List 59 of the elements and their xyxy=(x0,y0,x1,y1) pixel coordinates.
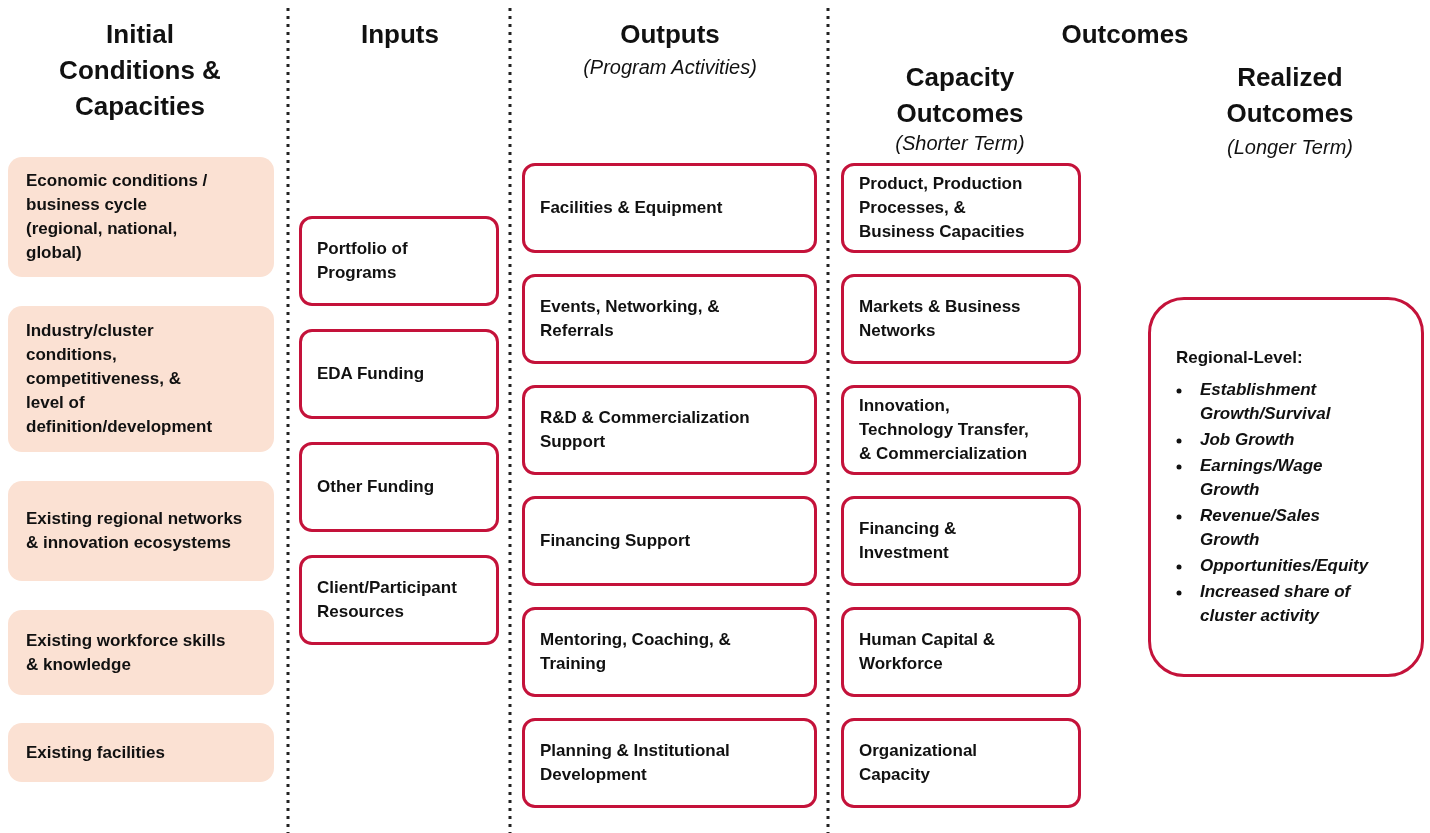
box-label: Financing Support xyxy=(540,530,692,552)
column-subtitle: (Longer Term) xyxy=(1226,135,1354,159)
box-label: Human Capital & Workforce xyxy=(859,629,997,675)
panel-heading: Regional-Level: xyxy=(1176,347,1304,369)
activity-box xyxy=(841,607,1081,697)
column-subtitle: (Program Activities) xyxy=(582,55,758,79)
box-label: Existing workforce skills & knowledge xyxy=(26,629,227,676)
bullet-text: Establishment Growth/Survival xyxy=(1200,380,1331,423)
condition-box xyxy=(8,723,274,782)
column-heading: Outputs xyxy=(619,18,721,51)
column-heading: Realized Outcomes xyxy=(1225,61,1355,130)
box-label: Existing facilities xyxy=(26,741,166,764)
condition-box xyxy=(8,306,274,452)
box-label: Portfolio of Programs xyxy=(317,238,409,284)
column-subtitle: (Shorter Term) xyxy=(894,131,1026,155)
box-label: Client/Participant Resources xyxy=(317,577,458,623)
box-label: Existing regional networks & innovation ecosystems xyxy=(26,508,244,554)
activity-box xyxy=(522,496,817,586)
box-label: Industry/cluster conditions, competitiveness, & level of definition/development xyxy=(26,320,212,438)
activity-box xyxy=(299,555,499,645)
bullet-text: Job Growth xyxy=(1200,430,1295,449)
bullet-text: Opportunities/Equity xyxy=(1200,556,1369,575)
box-label: R&D & Commercialization Support xyxy=(540,407,751,453)
box-label: Planning & Institutional Development xyxy=(540,740,731,786)
condition-box xyxy=(8,481,274,581)
box-label: Other Funding xyxy=(317,476,436,498)
activity-box xyxy=(841,496,1081,586)
box-label: EDA Funding xyxy=(317,363,425,385)
box-label: Economic conditions / business cycle (regional, national, global) xyxy=(26,170,209,264)
box-label: Innovation, Technology Transfer, & Commercialization xyxy=(859,395,1030,465)
bullet-text: Revenue/Sales Growth xyxy=(1200,506,1320,549)
activity-box xyxy=(299,442,499,532)
activity-box xyxy=(841,274,1081,364)
activity-box xyxy=(522,274,817,364)
activity-box xyxy=(841,385,1081,475)
activity-box xyxy=(841,163,1081,253)
column-heading: Initial Conditions & Capacities xyxy=(58,18,222,123)
activity-box xyxy=(841,718,1081,808)
column-heading: Inputs xyxy=(360,18,440,51)
box-label: Events, Networking, & Referrals xyxy=(540,296,721,342)
activity-box xyxy=(522,163,817,253)
condition-box xyxy=(8,610,274,695)
box-label: Financing & Investment xyxy=(859,518,958,564)
activity-box xyxy=(299,216,499,306)
activity-box xyxy=(522,607,817,697)
condition-box xyxy=(8,157,274,277)
outcome-panel xyxy=(1148,297,1424,677)
column-heading: Capacity Outcomes xyxy=(895,61,1025,130)
activity-box xyxy=(522,385,817,475)
activity-box xyxy=(522,718,817,808)
bullet-text: Earnings/Wage Growth xyxy=(1200,456,1323,499)
activity-box xyxy=(299,329,499,419)
box-label: Mentoring, Coaching, & Training xyxy=(540,629,732,675)
box-label: Facilities & Equipment xyxy=(540,197,724,219)
bullet-text: Increased share of cluster activity xyxy=(1200,582,1351,625)
box-label: Product, Production Processes, & Business Capacities xyxy=(859,173,1026,243)
box-label: Organizational Capacity xyxy=(859,740,979,786)
box-label: Markets & Business Networks xyxy=(859,296,1022,342)
column-heading: Outcomes xyxy=(1060,18,1190,51)
